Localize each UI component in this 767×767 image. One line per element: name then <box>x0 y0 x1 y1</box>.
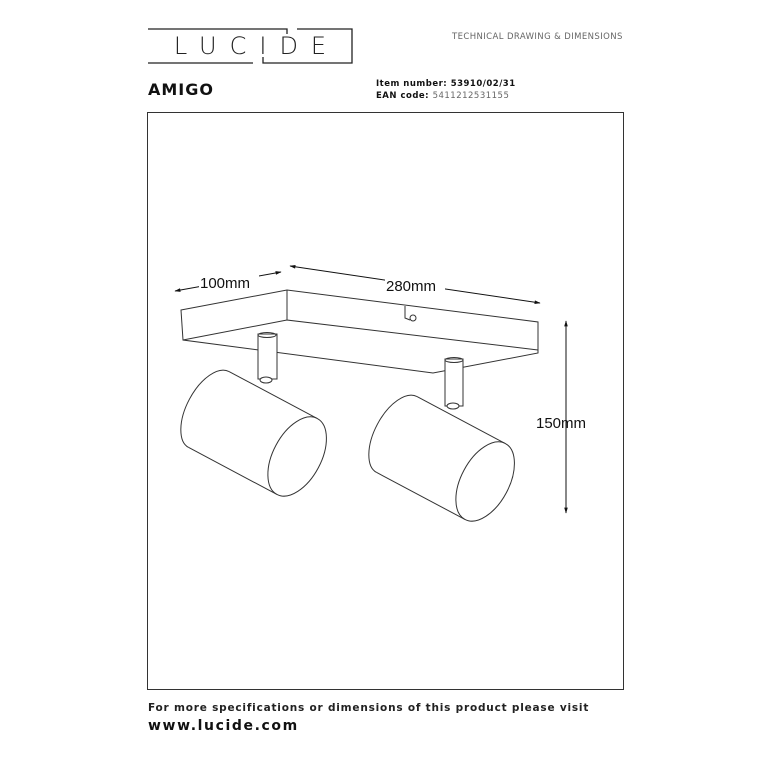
item-number-label: Item number: <box>376 79 448 89</box>
height-label: 150mm <box>536 415 586 432</box>
drawing-frame <box>147 112 624 690</box>
brand-name: LUCIDE <box>173 32 340 60</box>
item-number-value: 53910/02/31 <box>450 79 516 89</box>
ean-label: EAN code: <box>376 91 430 101</box>
document-type: TECHNICAL DRAWING & DIMENSIONS <box>452 32 623 42</box>
mounting-plate <box>180 289 539 374</box>
footer-note: For more specifications or dimensions of… <box>148 702 590 714</box>
brand-logo: LUCIDE <box>147 28 353 64</box>
spotlight-right <box>368 357 515 522</box>
width-label: 280mm <box>386 278 436 295</box>
brand-logo-frame <box>148 28 353 64</box>
ean-code: EAN code: 5411212531155 <box>376 91 509 101</box>
spotlight-left <box>180 332 327 497</box>
product-name: AMIGO <box>148 80 214 99</box>
depth-label: 100mm <box>200 275 250 292</box>
item-number: Item number: 53910/02/31 <box>376 79 516 89</box>
ean-value: 5411212531155 <box>432 91 510 101</box>
website-link[interactable]: www.lucide.com <box>148 718 299 734</box>
